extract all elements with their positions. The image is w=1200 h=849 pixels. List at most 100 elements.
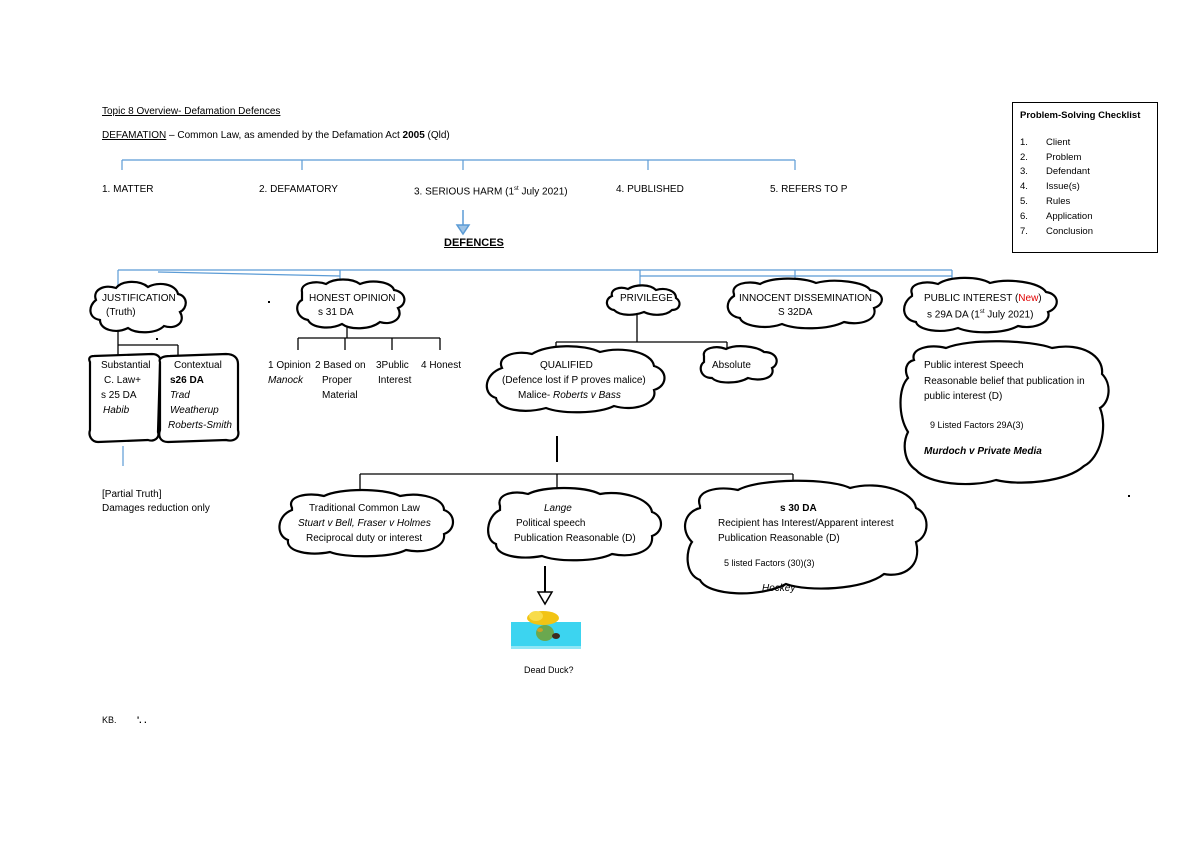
pi-sub-date: July 2021): [984, 309, 1034, 321]
lange-title: Lange: [544, 503, 572, 514]
justification-cloud: [89, 280, 187, 334]
qualified-l2: (Defence lost if P proves malice): [502, 375, 646, 386]
defences-arrow: [455, 210, 471, 236]
contextual-l5: Roberts-Smith: [168, 420, 232, 431]
pi-sub-text: s 29A DA (1: [927, 309, 980, 321]
s30-title: s 30 DA: [780, 503, 817, 514]
contextual-l1: Contextual: [174, 360, 222, 371]
lange-l3: Publication Reasonable (D): [514, 533, 636, 544]
honest-item-2a: 2 Based on: [315, 360, 366, 371]
contextual-l2: s26 DA: [170, 375, 204, 386]
honest-item-1a: 1 Opinion: [268, 360, 311, 371]
honest-opinion-cloud: [296, 278, 406, 330]
substantial-l1: Substantial: [101, 360, 151, 371]
serious-harm-date: July 2021): [518, 186, 568, 198]
defamation-heading: DEFAMATION – Common Law, as amended by t…: [102, 128, 450, 143]
traditional-l2: Stuart v Bell, Fraser v Holmes: [298, 518, 431, 529]
checklist-num: 1.: [1020, 137, 1028, 148]
checklist-item: 4. Issue(s): [1020, 181, 1080, 192]
justification-title: JUSTIFICATION: [102, 293, 176, 304]
checklist-item: 5. Rules: [1020, 196, 1070, 207]
absolute-title: Absolute: [712, 360, 751, 371]
serious-harm-text: 3. SERIOUS HARM (1: [414, 186, 515, 198]
element-defamatory: 2. DEFAMATORY: [259, 184, 338, 195]
contextual-l4: Weatherup: [170, 405, 219, 416]
lange-cloud: [487, 486, 663, 562]
checklist-num: 6.: [1020, 211, 1028, 222]
pi-detail-l4: 9 Listed Factors 29A(3): [930, 420, 1024, 430]
honest-opinion-title: HONEST OPINION: [309, 293, 396, 304]
act-year: 2005: [402, 130, 425, 141]
checklist-label: Conclusion: [1046, 226, 1093, 237]
public-interest-cloud: [903, 276, 1058, 334]
qualified-l3-case: Roberts v Bass: [553, 390, 621, 401]
checklist-label: Problem: [1046, 152, 1082, 163]
checklist-label: Issue(s): [1046, 181, 1080, 192]
honest-item-3a: 3Public: [376, 360, 409, 371]
qualified-title: QUALIFIED: [540, 360, 593, 371]
act-state: (Qld): [424, 130, 450, 141]
traditional-cloud: [278, 488, 455, 558]
qualified-cloud: [485, 345, 666, 414]
defences-title: DEFENCES: [444, 237, 504, 249]
pi-detail-l2: Reasonable belief that publication in: [924, 376, 1085, 387]
checklist-num: 3.: [1020, 166, 1028, 177]
checklist-label: Rules: [1046, 196, 1071, 207]
pi-new-label: New: [1018, 293, 1039, 304]
defamation-word: DEFAMATION: [102, 130, 167, 141]
public-interest-detail-cloud: [899, 340, 1110, 486]
pi-detail-l5: Murdoch v Private Media: [924, 446, 1042, 457]
checklist-label: Application: [1046, 211, 1093, 222]
s30-l4: 5 listed Factors (30)(3): [724, 558, 815, 568]
checklist-num: 5.: [1020, 196, 1028, 207]
checklist-item: 1.Client: [1020, 137, 1070, 148]
public-interest-sub: s 29A DA (1st July 2021): [927, 305, 1033, 322]
partial-truth-l2: Damages reduction only: [102, 503, 210, 514]
absolute-cloud: [699, 345, 778, 384]
element-refers: 5. REFERS TO P: [770, 184, 848, 195]
element-serious-harm: 3. SERIOUS HARM (1st July 2021): [414, 182, 568, 199]
pi-detail-l1: Public interest Speech: [924, 360, 1024, 371]
public-interest-title: PUBLIC INTEREST (New): [924, 291, 1042, 306]
element-matter: 1. MATTER: [102, 184, 154, 195]
honest-opinion-sub: s 31 DA: [318, 307, 354, 318]
pi-detail-l3: public interest (D): [924, 391, 1003, 402]
pi-title-text: PUBLIC INTEREST (: [924, 293, 1019, 304]
s30-cloud: [683, 479, 928, 595]
footer-initials: KB.: [102, 715, 117, 725]
honest-item-2b: Proper: [322, 375, 353, 386]
innocent-cloud: [726, 277, 883, 330]
pi-sub-sup: st: [979, 309, 985, 315]
checklist-num: 4.: [1020, 181, 1028, 192]
qualified-l3: Malice- Roberts v Bass: [518, 388, 621, 403]
honest-item-4a: 4 Honest: [421, 360, 462, 371]
qualified-l3-text: Malice-: [518, 390, 554, 401]
traditional-l3: Reciprocal duty or interest: [306, 533, 423, 544]
black-connectors: [117, 314, 794, 606]
clouds: [88, 276, 1110, 595]
s30-l3: Publication Reasonable (D): [718, 533, 840, 544]
dead-duck-caption: Dead Duck?: [524, 665, 574, 675]
contextual-l3: Trad: [170, 390, 190, 401]
checklist-item: 7. Conclusion: [1020, 226, 1093, 237]
checklist-title: Problem-Solving Checklist: [1020, 110, 1141, 121]
duck-image: [511, 611, 581, 649]
substantial-l3: s 25 DA: [101, 390, 137, 401]
topic-title: Topic 8 Overview- Defamation Defences: [102, 106, 281, 117]
serious-harm-sup: st: [514, 186, 519, 192]
innocent-sub: S 32DA: [778, 307, 813, 318]
elements-connector: [121, 159, 796, 170]
partial-truth-l1: [Partial Truth]: [102, 489, 162, 500]
defamation-rest: – Common Law, as amended by the Defamati…: [166, 130, 403, 141]
footer-marks: '. .: [137, 715, 147, 725]
lange-l2: Political speech: [516, 518, 586, 529]
checklist-num: 7.: [1020, 226, 1028, 237]
privilege-title: PRIVILEGE: [620, 293, 673, 304]
checklist-item: 3.Defendant: [1020, 166, 1090, 177]
honest-item-3b: Interest: [378, 375, 412, 386]
justification-sub: (Truth): [106, 307, 136, 318]
s30-l5: Hockey: [762, 583, 796, 594]
stray-marks: [156, 301, 1130, 497]
substantial-l4: Habib: [103, 405, 130, 416]
